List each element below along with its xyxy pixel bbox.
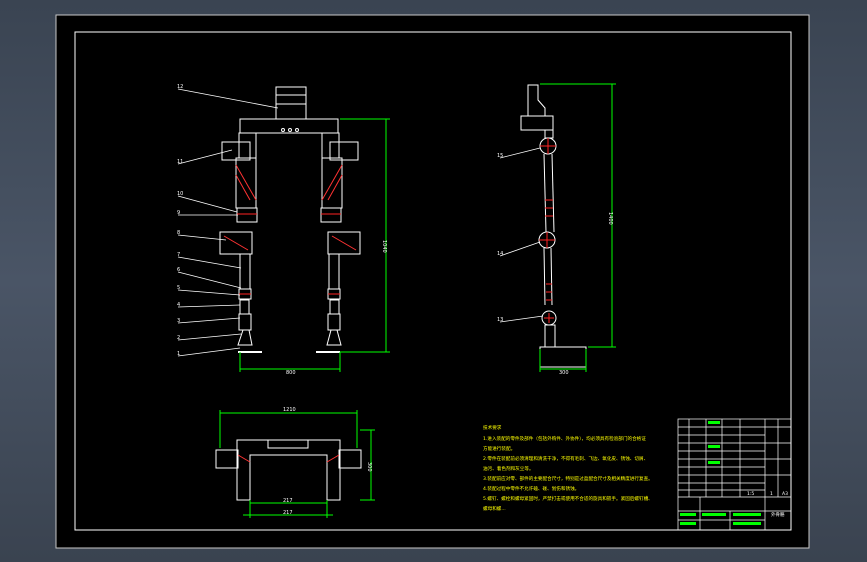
top-height-dim: 300 bbox=[366, 462, 372, 472]
notes-line-5: 3.装配前应对零、部件的主要配合尺寸，特别是过盈配合尺寸及相关精度进行复查。 bbox=[483, 475, 653, 482]
callout-15: 15 bbox=[497, 153, 503, 159]
front-height-dim: 1040 bbox=[381, 240, 387, 253]
callout-9: 9 bbox=[177, 210, 180, 216]
callout-6: 6 bbox=[177, 267, 180, 273]
side-hip-block bbox=[520, 115, 554, 131]
top-inner-dim-b: 217 bbox=[283, 510, 293, 516]
callout-11: 11 bbox=[177, 159, 183, 165]
drawing-sheet bbox=[55, 14, 810, 549]
sheet-number: 1 bbox=[770, 491, 773, 497]
side-width-dim: 300 bbox=[559, 370, 569, 376]
top-frame bbox=[236, 439, 341, 501]
top-inner-dim-a: 217 bbox=[283, 498, 293, 504]
callout-5: 5 bbox=[177, 285, 180, 291]
callout-12: 12 bbox=[177, 84, 183, 90]
side-callouts bbox=[499, 147, 544, 323]
top-overall-dim: 1210 bbox=[283, 407, 296, 413]
title-block-fills bbox=[680, 421, 761, 525]
drawing-name: 外骨骼 bbox=[771, 511, 785, 518]
notes-line-3: 2.零件在装配前必须清理和清洗干净，不得有毛刺、飞边、氧化皮、锈蚀、切屑、 bbox=[483, 455, 648, 462]
scale: 1:5 bbox=[747, 491, 754, 497]
notes-line-1: 1.进入装配的零件及部件（包括外购件、外协件），均必须具有检验部门的合格证 bbox=[483, 435, 646, 442]
top-right-joint bbox=[338, 449, 362, 469]
notes-line-8: 螺母和螺... bbox=[483, 505, 506, 512]
sheet-size: A3 bbox=[782, 491, 788, 497]
front-dimensions bbox=[239, 118, 390, 372]
top-left-joint bbox=[215, 449, 239, 469]
left-knee-joint bbox=[219, 231, 253, 255]
notes-line-4: 油污、着色剂和灰尘等。 bbox=[483, 465, 534, 472]
callout-8: 8 bbox=[177, 230, 180, 236]
right-knee-joint bbox=[327, 231, 361, 255]
callout-1: 1 bbox=[177, 351, 180, 357]
side-red-marks bbox=[539, 138, 556, 323]
notes-line-2: 方能进行装配。 bbox=[483, 445, 515, 452]
callout-4: 4 bbox=[177, 302, 180, 308]
front-callouts bbox=[177, 88, 279, 357]
front-width-dim: 800 bbox=[286, 370, 296, 376]
callout-10: 10 bbox=[177, 191, 183, 197]
callout-3: 3 bbox=[177, 318, 180, 324]
right-knee-upper bbox=[320, 207, 342, 223]
notes-line-6: 4.装配过程中零件不允许磕、碰、划伤和锈蚀。 bbox=[483, 485, 579, 492]
top-dimensions bbox=[219, 410, 375, 518]
top-view bbox=[215, 439, 362, 501]
callout-2: 2 bbox=[177, 335, 180, 341]
side-dimensions bbox=[539, 83, 616, 372]
title-block bbox=[677, 418, 792, 531]
drawing-frame bbox=[74, 31, 792, 531]
callout-14: 14 bbox=[497, 251, 503, 257]
technical-notes: 技术要求 1.进入装配的零件及部件（包括外购件、外协件），均必须具有检验部门的合… bbox=[483, 424, 653, 512]
callout-13: 13 bbox=[497, 317, 503, 323]
hip-bar bbox=[239, 118, 339, 134]
right-hip-joint bbox=[329, 141, 359, 161]
callout-7: 7 bbox=[177, 252, 180, 258]
side-height-dim: 1400 bbox=[607, 212, 613, 225]
notes-title: 技术要求 bbox=[483, 424, 502, 431]
front-view bbox=[219, 86, 361, 353]
notes-line-7: 5.螺钉、螺栓和螺母紧固时，严禁打击或使用不合适的旋具和扳手。紧固后螺钉槽、 bbox=[483, 495, 653, 502]
